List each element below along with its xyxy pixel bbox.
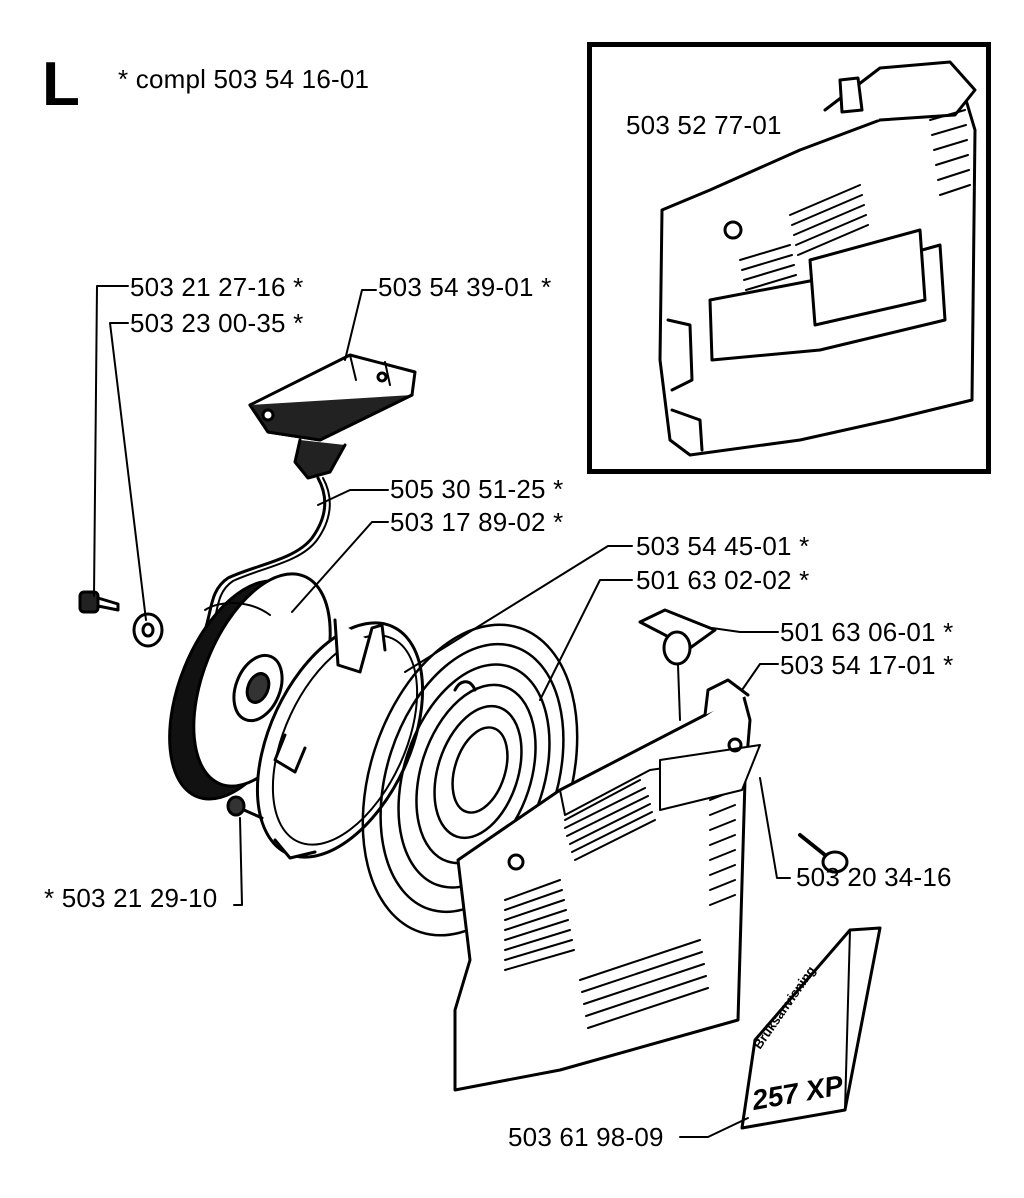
label-pulley: 503 17 89-02 * (390, 507, 564, 537)
screw-right-drawing (798, 833, 849, 874)
label-starter-cup: 503 54 45-01 * (636, 531, 810, 561)
inset-frame (587, 42, 991, 474)
screw-and-washer-drawing (78, 590, 164, 648)
label-spring: 501 63 02-02 * (636, 565, 810, 595)
label-housing: 503 54 17-01 * (780, 650, 954, 680)
leader-lines (93, 285, 791, 1138)
starter-housing-drawing (453, 678, 761, 1092)
section-letter: L (42, 50, 80, 119)
label-manual: 503 61 98-09 (508, 1122, 664, 1152)
label-rope: 505 30 51-25 * (390, 474, 564, 504)
inset-part-label: 503 52 77-01 (626, 110, 782, 140)
label-screw-right: 503 20 34-16 (796, 862, 952, 892)
starter-handle-drawing (248, 353, 417, 480)
bushing-drawing (638, 608, 717, 721)
label-washer: 503 23 00-35 * (130, 308, 304, 338)
starter-rope-drawing (203, 476, 327, 632)
label-handle: 503 54 39-01 * (378, 272, 552, 302)
label-bushing: 501 63 06-01 * (780, 617, 954, 647)
inset-housing-drawing (658, 60, 977, 457)
label-screw-bottom: * 503 21 29-10 (44, 883, 218, 913)
screw-bottom-drawing (226, 795, 264, 820)
kit-note: * compl 503 54 16-01 (118, 64, 370, 94)
manual-booklet-drawing (740, 926, 882, 1130)
label-screw-top: 503 21 27-16 * (130, 272, 304, 302)
